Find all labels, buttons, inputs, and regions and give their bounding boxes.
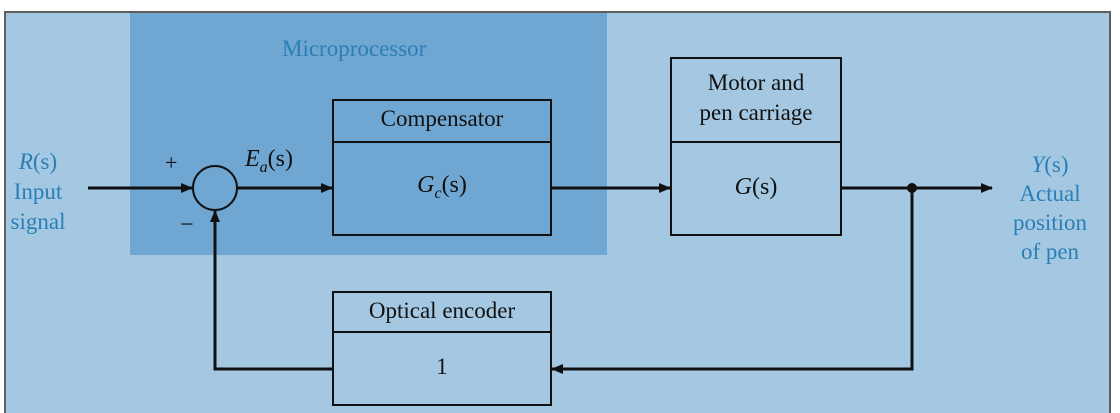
error-signal-label: Ea(s) (245, 146, 293, 176)
plant-title-line2: pen carriage (699, 100, 813, 125)
plant-tf: G(s) (734, 174, 778, 200)
feedback-path-to-encoder (551, 188, 914, 374)
input-label: R(s) Input signal (8, 147, 68, 237)
minus-sign: − (180, 212, 194, 238)
compensator-title: Compensator (380, 106, 504, 131)
output-label-line2: position (1012, 210, 1088, 235)
feedback-block (332, 291, 552, 406)
plant-block (670, 57, 842, 236)
output-label-line1: Actual (1019, 181, 1081, 206)
microprocessor-region (130, 13, 607, 255)
output-label-line3: of pen (1020, 239, 1080, 264)
feedback-value: 1 (436, 354, 448, 379)
plant-title-line1: Motor and (707, 70, 805, 95)
plus-sign: + (165, 150, 178, 175)
input-symbol: R(s) (18, 149, 58, 174)
feedback-title: Optical encoder (368, 298, 516, 323)
output-symbol: Y(s) (1031, 152, 1069, 177)
output-label: Y(s) Actual position of pen (1000, 150, 1100, 266)
microprocessor-label: Microprocessor (282, 36, 427, 61)
input-label-line1: Input (13, 179, 63, 204)
summing-junction (192, 165, 238, 211)
compensator-block (332, 99, 552, 236)
feedback-path-to-junction (210, 210, 333, 371)
input-label-line2: signal (10, 209, 66, 234)
plant-title: Motor and pen carriage (671, 68, 841, 128)
compensator-tf: Gc(s) (417, 172, 467, 202)
